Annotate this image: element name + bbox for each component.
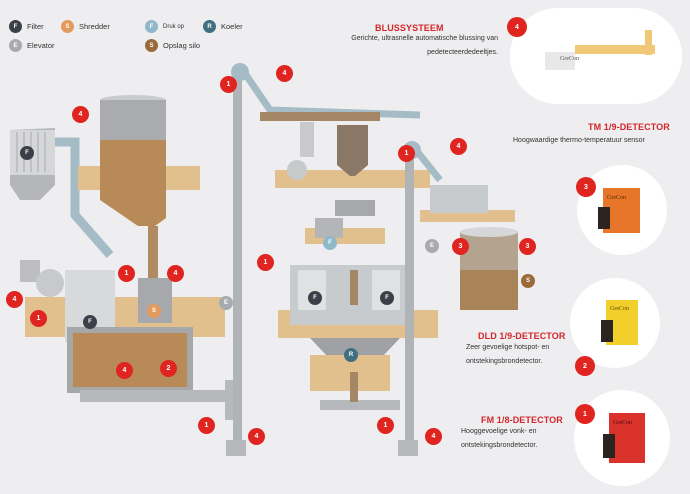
- detector-marker-4: 4: [450, 138, 467, 155]
- tm-detector-desc: Hoogwaardige thermo-temperatuur sensor: [513, 137, 645, 144]
- legend-item-koeler: R Koeler: [203, 20, 243, 33]
- dld-detector-desc: Zeer gevoelige hotspot- en ontstekingsbr…: [466, 341, 549, 369]
- shredder-platform: [25, 270, 235, 420]
- detector-marker-4: 4: [276, 65, 293, 82]
- detector-marker-4: 4: [167, 265, 184, 282]
- zone-marker-e: E: [219, 296, 233, 310]
- legend-label: Filter: [27, 22, 44, 31]
- dld-brand-label: GreCon: [610, 306, 629, 312]
- detector-marker-4: 4: [6, 291, 23, 308]
- legend-item-shredder: S Shredder: [61, 20, 110, 33]
- legend-label: Koeler: [221, 22, 243, 31]
- filter-unit-top-left: [10, 128, 55, 200]
- tm-detector-badge: 3: [576, 177, 596, 197]
- detector-marker-1: 1: [30, 310, 47, 327]
- fm-detector-badge: 1: [575, 404, 595, 424]
- dld-detector-title: DLD 1/9-DETECTOR: [478, 331, 566, 341]
- elevator-center: [233, 70, 242, 450]
- legend-dot: S: [145, 39, 158, 52]
- detector-marker-4: 4: [72, 106, 89, 123]
- fm-desc-line2: ontstekingsbrondetector.: [461, 442, 538, 449]
- detector-marker-1: 1: [398, 145, 415, 162]
- blus-product-card: [510, 8, 682, 104]
- legend-dot: E: [9, 39, 22, 52]
- blussysteem-badge: 4: [507, 17, 527, 37]
- tm-detector-title: TM 1/9-DETECTOR: [588, 122, 670, 132]
- zone-marker-f: F: [308, 291, 322, 305]
- legend-label: Shredder: [79, 22, 110, 31]
- legend-label: Elevator: [27, 41, 55, 50]
- blussysteem-desc-line1: Gerichte, ultrasnelle automatische bluss…: [351, 35, 498, 42]
- duct-left: [55, 137, 114, 258]
- zone-marker-s: S: [521, 274, 535, 288]
- detector-marker-4: 4: [425, 428, 442, 445]
- elevator-right: [405, 150, 414, 450]
- zone-marker-r: R: [344, 348, 358, 362]
- detector-marker-1: 1: [198, 417, 215, 434]
- tm-brand-label: GreCon: [607, 195, 626, 201]
- fm-detector-title: FM 1/8-DETECTOR: [481, 415, 563, 425]
- detector-marker-1: 1: [220, 76, 237, 93]
- dld-desc-line2: ontstekingsbrondetector.: [466, 358, 543, 365]
- dld-detector-badge: 2: [575, 356, 595, 376]
- zone-marker-f: F: [380, 291, 394, 305]
- legend-item-opslag-silo: S Opslag silo: [145, 39, 200, 52]
- detector-marker-1: 1: [257, 254, 274, 271]
- fm-brand-label: GreCon: [613, 420, 632, 426]
- legend-label: Druk op: [163, 23, 185, 30]
- zone-marker-f: F: [20, 146, 34, 160]
- legend-dot: F: [145, 20, 158, 33]
- legend-item-elevator: E Elevator: [9, 39, 55, 52]
- legend-item-filter: F Filter: [9, 20, 44, 33]
- detector-marker-4: 4: [116, 362, 133, 379]
- detector-marker-3: 3: [452, 238, 469, 255]
- hopper-center: [275, 122, 430, 244]
- blussysteem-desc-line2: pedetecteerdedeeltjes.: [427, 49, 498, 56]
- zone-marker-s: S: [147, 304, 161, 318]
- detector-marker-1: 1: [118, 265, 135, 282]
- dld-desc-line1: Zeer gevoelige hotspot- en: [466, 344, 550, 351]
- detector-marker-1: 1: [377, 417, 394, 434]
- storage-silo-right: [460, 227, 518, 310]
- blussysteem-title: BLUSSYSTEEM: [375, 23, 444, 33]
- detector-marker-4: 4: [248, 428, 265, 445]
- zone-marker-f: F: [323, 236, 337, 250]
- fm-detector-desc: Hooggevoelige vonk- en ontstekingsbronde…: [461, 425, 537, 453]
- detector-marker-2: 2: [160, 360, 177, 377]
- fm-desc-line1: Hooggevoelige vonk- en: [461, 428, 537, 435]
- legend-dot: F: [9, 20, 22, 33]
- zone-marker-e: E: [425, 239, 439, 253]
- brand-label: GreCon: [560, 56, 579, 62]
- legend-dot: R: [203, 20, 216, 33]
- storage-silo-left: [78, 95, 200, 286]
- legend-dot: S: [61, 20, 74, 33]
- zone-marker-f: F: [83, 315, 97, 329]
- detector-marker-3: 3: [519, 238, 536, 255]
- legend-label: Opslag silo: [163, 41, 201, 50]
- legend-item-druk-op: F Druk op: [145, 20, 184, 33]
- fan-left: [20, 260, 64, 297]
- blussysteem-desc: Gerichte, ultrasnelle automatische bluss…: [313, 32, 498, 60]
